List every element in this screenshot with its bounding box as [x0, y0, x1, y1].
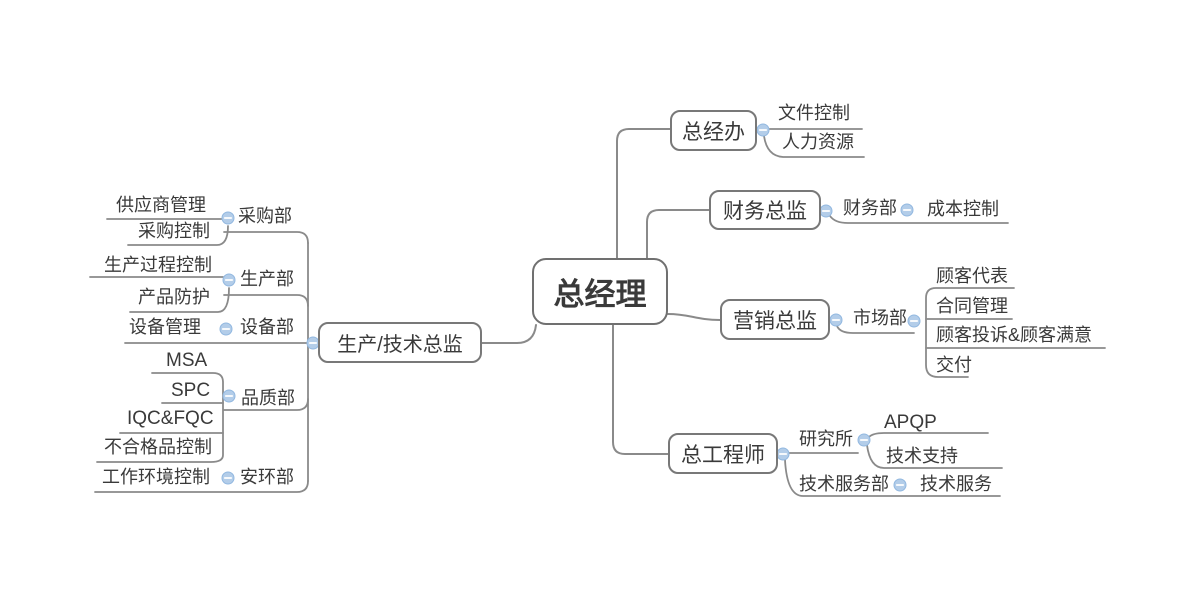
topic-document-control[interactable]: 文件控制 [778, 103, 850, 123]
collapse-button-engineer[interactable] [776, 447, 790, 461]
topic-market-dept[interactable]: 市场部 [853, 308, 907, 328]
collapse-button-office[interactable] [756, 123, 770, 137]
topic-tech-support[interactable]: 技术支持 [886, 446, 958, 466]
collapse-button-caiwubu[interactable] [900, 203, 914, 217]
topic-production-tech-director[interactable]: 生产/技术总监 [318, 322, 482, 363]
topic-process-control[interactable]: 生产过程控制 [104, 255, 212, 275]
underline-renliziyuan [763, 135, 865, 158]
collapse-button-shengchanbu[interactable] [222, 273, 236, 287]
connector-root-to-marketing [667, 313, 721, 321]
topic-nonconforming-control[interactable]: 不合格品控制 [104, 437, 212, 457]
underline-jishufuwubu-jishufuwu [784, 459, 1001, 497]
topic-cost-control[interactable]: 成本控制 [927, 199, 999, 219]
underline-caiwubu-chengbenkongzhi [829, 215, 1009, 224]
topic-work-environment-control[interactable]: 工作环境控制 [102, 467, 210, 487]
topic-equipment-management[interactable]: 设备管理 [129, 317, 201, 337]
collapse-button-shichangbu[interactable] [907, 314, 921, 328]
connector-root-to-production [481, 324, 537, 344]
collapse-button-jishufuwubu[interactable] [893, 478, 907, 492]
topic-iqc-fqc[interactable]: IQC&FQC [127, 408, 214, 429]
topic-equipment-dept[interactable]: 设备部 [240, 317, 294, 337]
connector-root-to-office [616, 128, 671, 259]
underline-shengchanbu [223, 294, 309, 307]
underline-jishuzhichi [866, 444, 1003, 469]
underline-caigoukongzhi [127, 225, 229, 246]
collapse-button-pinzhibu[interactable] [222, 389, 236, 403]
topic-finance-director[interactable]: 财务总监 [709, 190, 821, 230]
underline-pinzhibu [223, 398, 309, 411]
topic-apqp[interactable]: APQP [884, 412, 937, 433]
underline-apqp [868, 432, 989, 438]
collapse-button-shebeibu[interactable] [219, 322, 233, 336]
topic-msa[interactable]: MSA [166, 350, 208, 371]
underline-gongzuohuanjing-anhuanbu [94, 480, 309, 493]
topic-supplier-management[interactable]: 供应商管理 [116, 195, 206, 215]
topic-research-institute[interactable]: 研究所 [799, 429, 853, 449]
collapse-button-yanjiusuo[interactable] [857, 433, 871, 447]
topic-contract-management[interactable]: 合同管理 [936, 296, 1008, 316]
underline-caigoubu [223, 231, 309, 244]
topic-general-manager[interactable]: 总经理 [532, 258, 668, 325]
connector-root-to-engineer [612, 324, 669, 455]
topic-product-protection[interactable]: 产品防护 [138, 287, 210, 307]
topic-complaint-satisfaction[interactable]: 顾客投诉&顾客满意 [936, 325, 1093, 345]
topic-delivery[interactable]: 交付 [936, 355, 972, 375]
topic-production-dept[interactable]: 生产部 [240, 269, 294, 289]
topic-safety-env-dept[interactable]: 安环部 [240, 467, 294, 487]
collapse-button-caigoubu[interactable] [221, 211, 235, 225]
collapse-button-marketing[interactable] [829, 313, 843, 327]
topic-purchasing-dept[interactable]: 采购部 [238, 206, 292, 226]
topic-chief-engineer[interactable]: 总工程师 [668, 433, 778, 474]
connector-root-to-finance [646, 209, 710, 259]
underline-shichangbu [836, 325, 915, 334]
bracket-pinzhibu-children [96, 372, 224, 463]
topic-customer-rep[interactable]: 顾客代表 [936, 266, 1008, 286]
topic-marketing-director[interactable]: 营销总监 [720, 299, 830, 340]
topic-gm-office[interactable]: 总经办 [670, 110, 757, 151]
underline-chanpinfanghu [129, 287, 230, 313]
topic-human-resources[interactable]: 人力资源 [782, 132, 854, 152]
collapse-button-finance[interactable] [819, 204, 833, 218]
topic-spc[interactable]: SPC [171, 380, 211, 401]
topic-finance-dept[interactable]: 财务部 [843, 198, 897, 218]
bracket-shichangbu-children [925, 287, 1015, 378]
topic-tech-service[interactable]: 技术服务 [920, 474, 992, 494]
topic-quality-dept[interactable]: 品质部 [241, 388, 295, 408]
topic-tech-service-dept[interactable]: 技术服务部 [799, 474, 889, 494]
topic-purchasing-control[interactable]: 采购控制 [138, 221, 210, 241]
collapse-button-anhuanbu[interactable] [221, 471, 235, 485]
